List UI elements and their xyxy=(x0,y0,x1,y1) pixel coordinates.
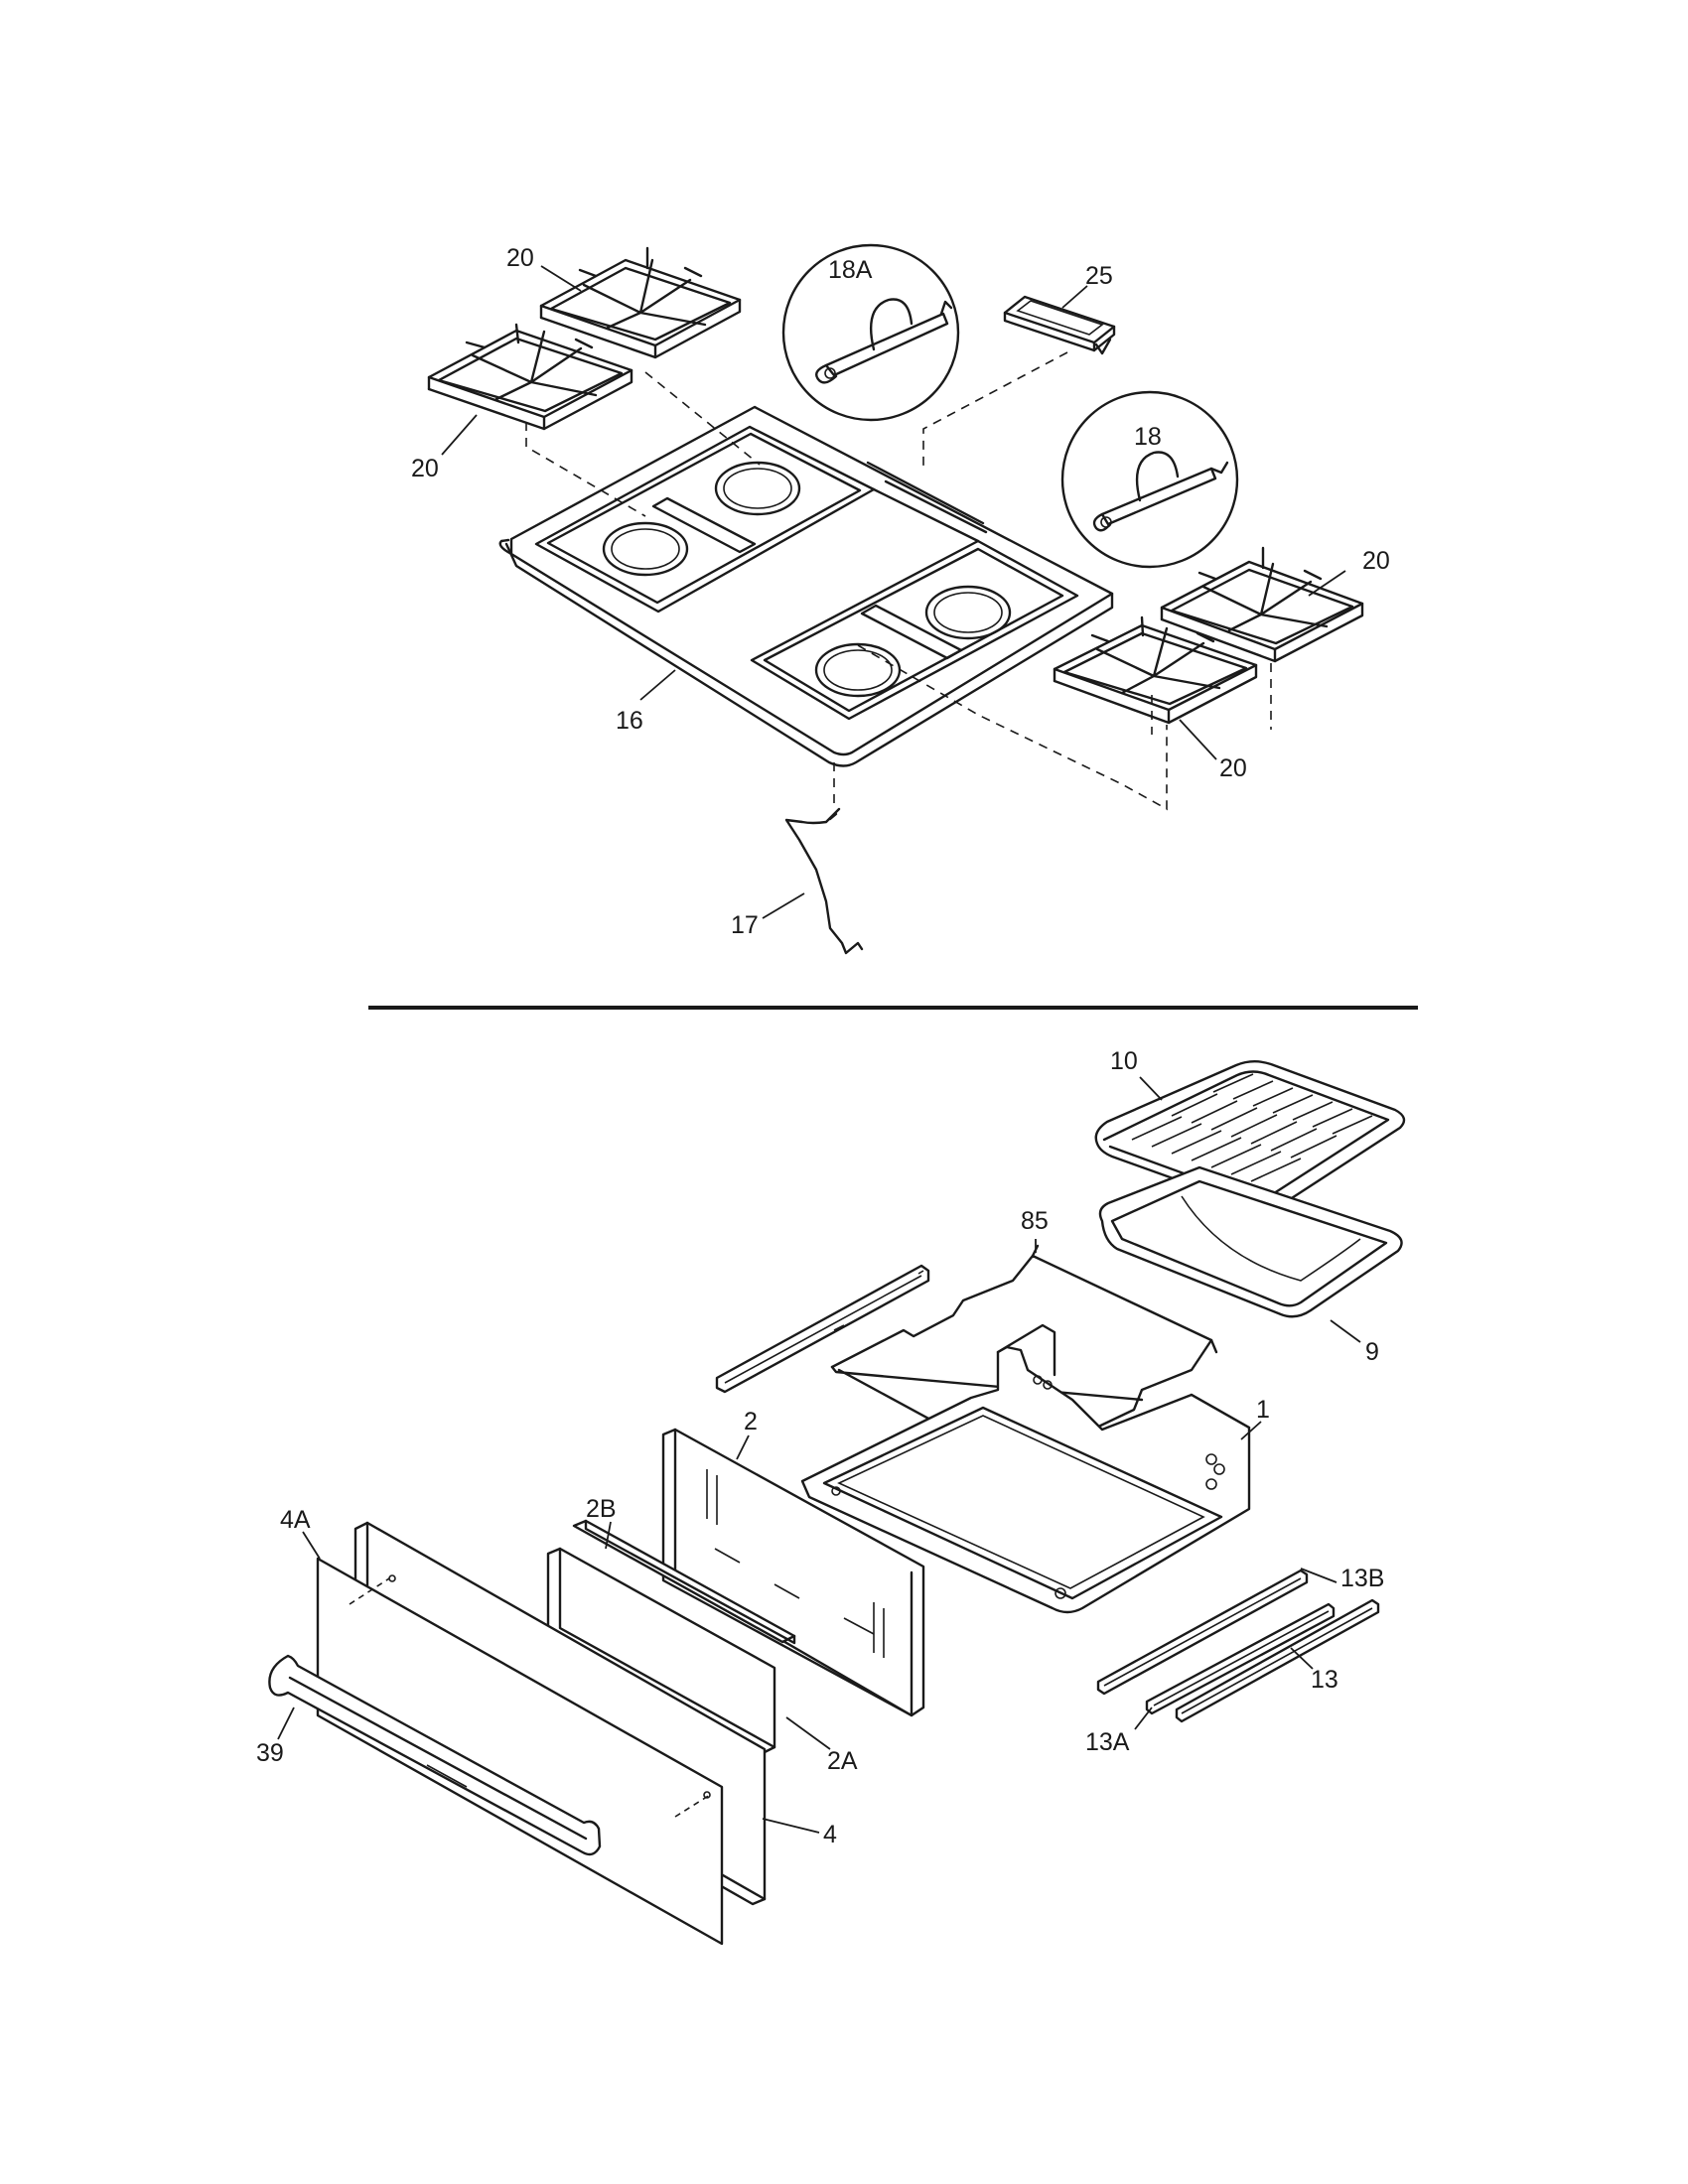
label-4: 4 xyxy=(823,1821,837,1848)
label-2B: 2B xyxy=(586,1495,617,1523)
label-20-right-top: 20 xyxy=(1362,547,1390,575)
slide-rail-13 xyxy=(1175,1598,1380,1723)
drawer-handle xyxy=(268,1654,602,1856)
bottom-leader-lines xyxy=(277,1076,1361,1834)
burner-grate-right-back xyxy=(1160,546,1364,663)
broil-pan-insert xyxy=(1094,1060,1406,1211)
label-20-left: 20 xyxy=(411,455,439,482)
label-1: 1 xyxy=(1256,1396,1270,1424)
detail-circle-18A xyxy=(781,243,960,422)
burner-grate-left-back xyxy=(539,246,742,359)
cooktop-main-top xyxy=(498,405,1114,767)
label-9: 9 xyxy=(1365,1338,1379,1366)
part-25-bracket xyxy=(1003,295,1116,355)
drawer-front-outer-panel xyxy=(316,1557,724,1946)
label-39: 39 xyxy=(256,1739,284,1767)
label-18A: 18A xyxy=(828,256,873,284)
label-13: 13 xyxy=(1311,1666,1338,1694)
top-leader-lines xyxy=(441,265,1346,919)
drawer-slide-upper xyxy=(715,1264,930,1394)
broil-pan xyxy=(1098,1165,1403,1318)
label-2A: 2A xyxy=(827,1747,858,1775)
broil-pan-slots xyxy=(1131,1073,1373,1182)
panel-2B xyxy=(572,1519,796,1645)
burner-grate-left-front xyxy=(427,323,633,431)
label-20-right-bottom: 20 xyxy=(1219,754,1247,782)
label-2: 2 xyxy=(744,1408,758,1435)
drawer-back-panel xyxy=(661,1428,925,1717)
top-alignment-lines xyxy=(525,351,1272,811)
slide-rail-13A xyxy=(1145,1602,1336,1715)
burner-grate-right-front xyxy=(1053,615,1258,725)
label-16: 16 xyxy=(616,707,643,735)
label-20-top-left: 20 xyxy=(506,244,534,272)
label-13B: 13B xyxy=(1340,1565,1384,1592)
label-13A: 13A xyxy=(1085,1728,1130,1756)
drawer-body xyxy=(800,1323,1251,1614)
part-17-wire xyxy=(784,807,864,955)
label-85: 85 xyxy=(1021,1207,1049,1235)
label-10: 10 xyxy=(1110,1047,1138,1075)
slide-rail-13B xyxy=(1096,1569,1309,1696)
detail-circle-18 xyxy=(1060,390,1239,569)
label-18: 18 xyxy=(1134,423,1162,451)
label-4A: 4A xyxy=(280,1506,311,1534)
label-17: 17 xyxy=(731,911,759,939)
label-25: 25 xyxy=(1085,262,1113,290)
